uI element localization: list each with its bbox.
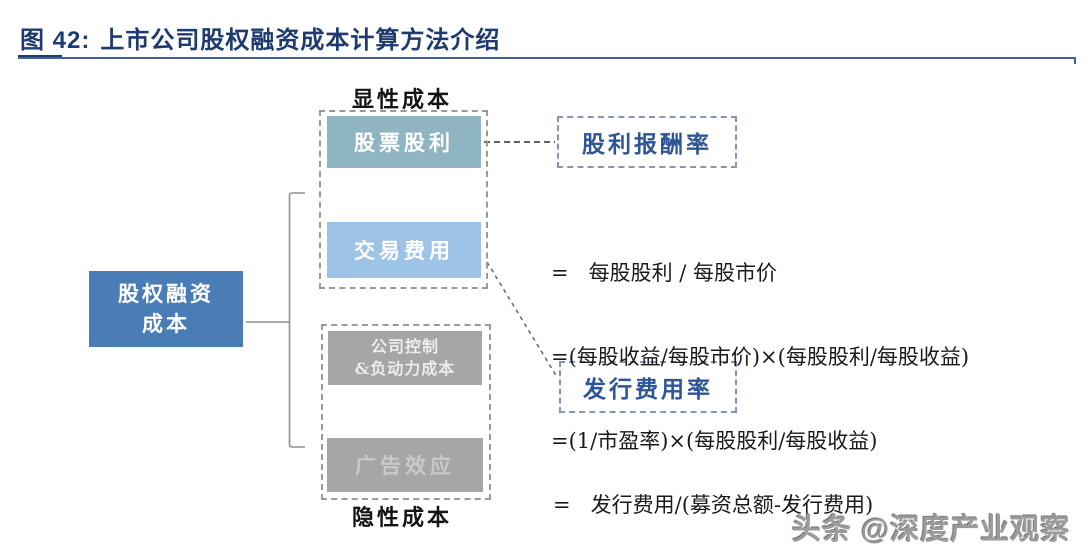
title-underline [18, 57, 1076, 59]
explicit-cost-label: 显性成本 [352, 87, 453, 113]
root-box-line1: 股权融资 [118, 281, 214, 306]
implicit-cost-group [321, 324, 491, 500]
figure-title-text: 上市公司股权融资成本计算方法介绍 [100, 25, 501, 54]
root-box-line2: 成本 [142, 311, 190, 336]
implicit-cost-label: 隐性成本 [352, 505, 453, 531]
dividend-yield-formulas: = 每股股利 / 每股市价 =(每股收益/每股市价)×(每股股利/每股收益) =… [551, 203, 969, 511]
issuance-fee-formula-1: = 发行费用/(募资总额-发行费用) [553, 493, 874, 517]
node-advertising-effect: 广告效应 [327, 438, 483, 492]
watermark-toutiao: 头条 @深度产业观察 [792, 514, 1071, 546]
issuance-fee-formulas: = 发行费用/(募资总额-发行费用) [553, 435, 873, 556]
root-box-equity-financing-cost: 股权融资 成本 [89, 271, 243, 347]
bracket-connector [246, 192, 305, 448]
box-dividend-yield-rate: 股利报酬率 [557, 116, 737, 168]
node-company-control-cost: 公司控制 &负动力成本 [328, 331, 482, 385]
dividend-yield-formula-1: = 每股股利 / 每股市价 [551, 261, 778, 285]
issuance-dashed-connector [486, 261, 558, 378]
figure-number-label: 图 42: [20, 27, 91, 54]
explicit-cost-group [319, 110, 488, 289]
figure-title: 图 42: 上市公司股权融资成本计算方法介绍 [20, 20, 500, 55]
node-company-control-line1: 公司控制 [370, 337, 439, 356]
box-issuance-fee-rate: 发行费用率 [559, 361, 737, 413]
node-trading-fee: 交易费用 [327, 222, 481, 278]
node-stock-dividend: 股票股利 [327, 116, 481, 168]
title-underline-accent [18, 55, 62, 58]
dividend-yield-formula-3: =(1/市盈率)×(每股股利/每股收益) [551, 429, 878, 453]
dividend-yield-formula-2: =(每股收益/每股市价)×(每股股利/每股收益) [551, 345, 970, 369]
title-underline-end-tick [1074, 57, 1076, 64]
node-company-control-line2: &负动力成本 [354, 359, 456, 378]
